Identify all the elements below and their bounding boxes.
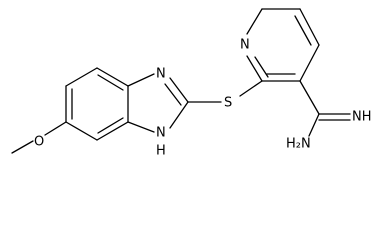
bond-layer [11, 8, 351, 154]
bond-n3-c2-inner [164, 83, 182, 106]
atom-label-imidazole-n: N [156, 67, 166, 82]
atom-label-methoxy-o: O [34, 135, 44, 150]
atom-label-imidazole-nh-h: H [156, 144, 166, 159]
bond-o-benzene [44, 121, 67, 136]
atom-label-imidazole-nh: N [156, 126, 166, 141]
atom-label-layer: O N N H S N NH H₂N [34, 38, 372, 159]
bond-methyl-o [11, 140, 34, 154]
bond-benzene-3 [96, 67, 129, 87]
bond-pyr-c2-n [246, 55, 263, 82]
bond-pyr-c5-c4 [299, 8, 320, 46]
bond-n1-c7a [127, 121, 155, 133]
atom-label-sulfur: S [224, 96, 232, 111]
atom-label-imine-nh: NH [352, 110, 372, 125]
bond-amidine-amine [308, 113, 320, 137]
molecule-structure: O N N H S N NH H₂N [11, 8, 372, 159]
atom-label-amine-nh2: H₂N [286, 137, 311, 152]
bond-s-pyridine [239, 80, 263, 97]
bond-pyr-n-c6 [246, 8, 263, 35]
bond-benzene-6 [65, 121, 98, 141]
bond-c2-n1 [169, 101, 189, 129]
bond-pyr-c4-c3 [299, 44, 320, 82]
bond-pyr-c2-n-inner [254, 56, 269, 78]
atom-label-pyridine-n: N [240, 38, 250, 53]
bond-benzene-3-inner [97, 74, 124, 91]
bond-benzene-5-inner [97, 117, 124, 134]
bond-benzene-2 [65, 67, 98, 87]
bond-pyr-c5-c4-inner [294, 15, 312, 46]
bond-benzene-5 [96, 121, 129, 141]
bond-c3-amidine [299, 80, 320, 115]
bond-c3a-n3 [127, 73, 155, 87]
bond-n3-c2 [169, 77, 189, 103]
